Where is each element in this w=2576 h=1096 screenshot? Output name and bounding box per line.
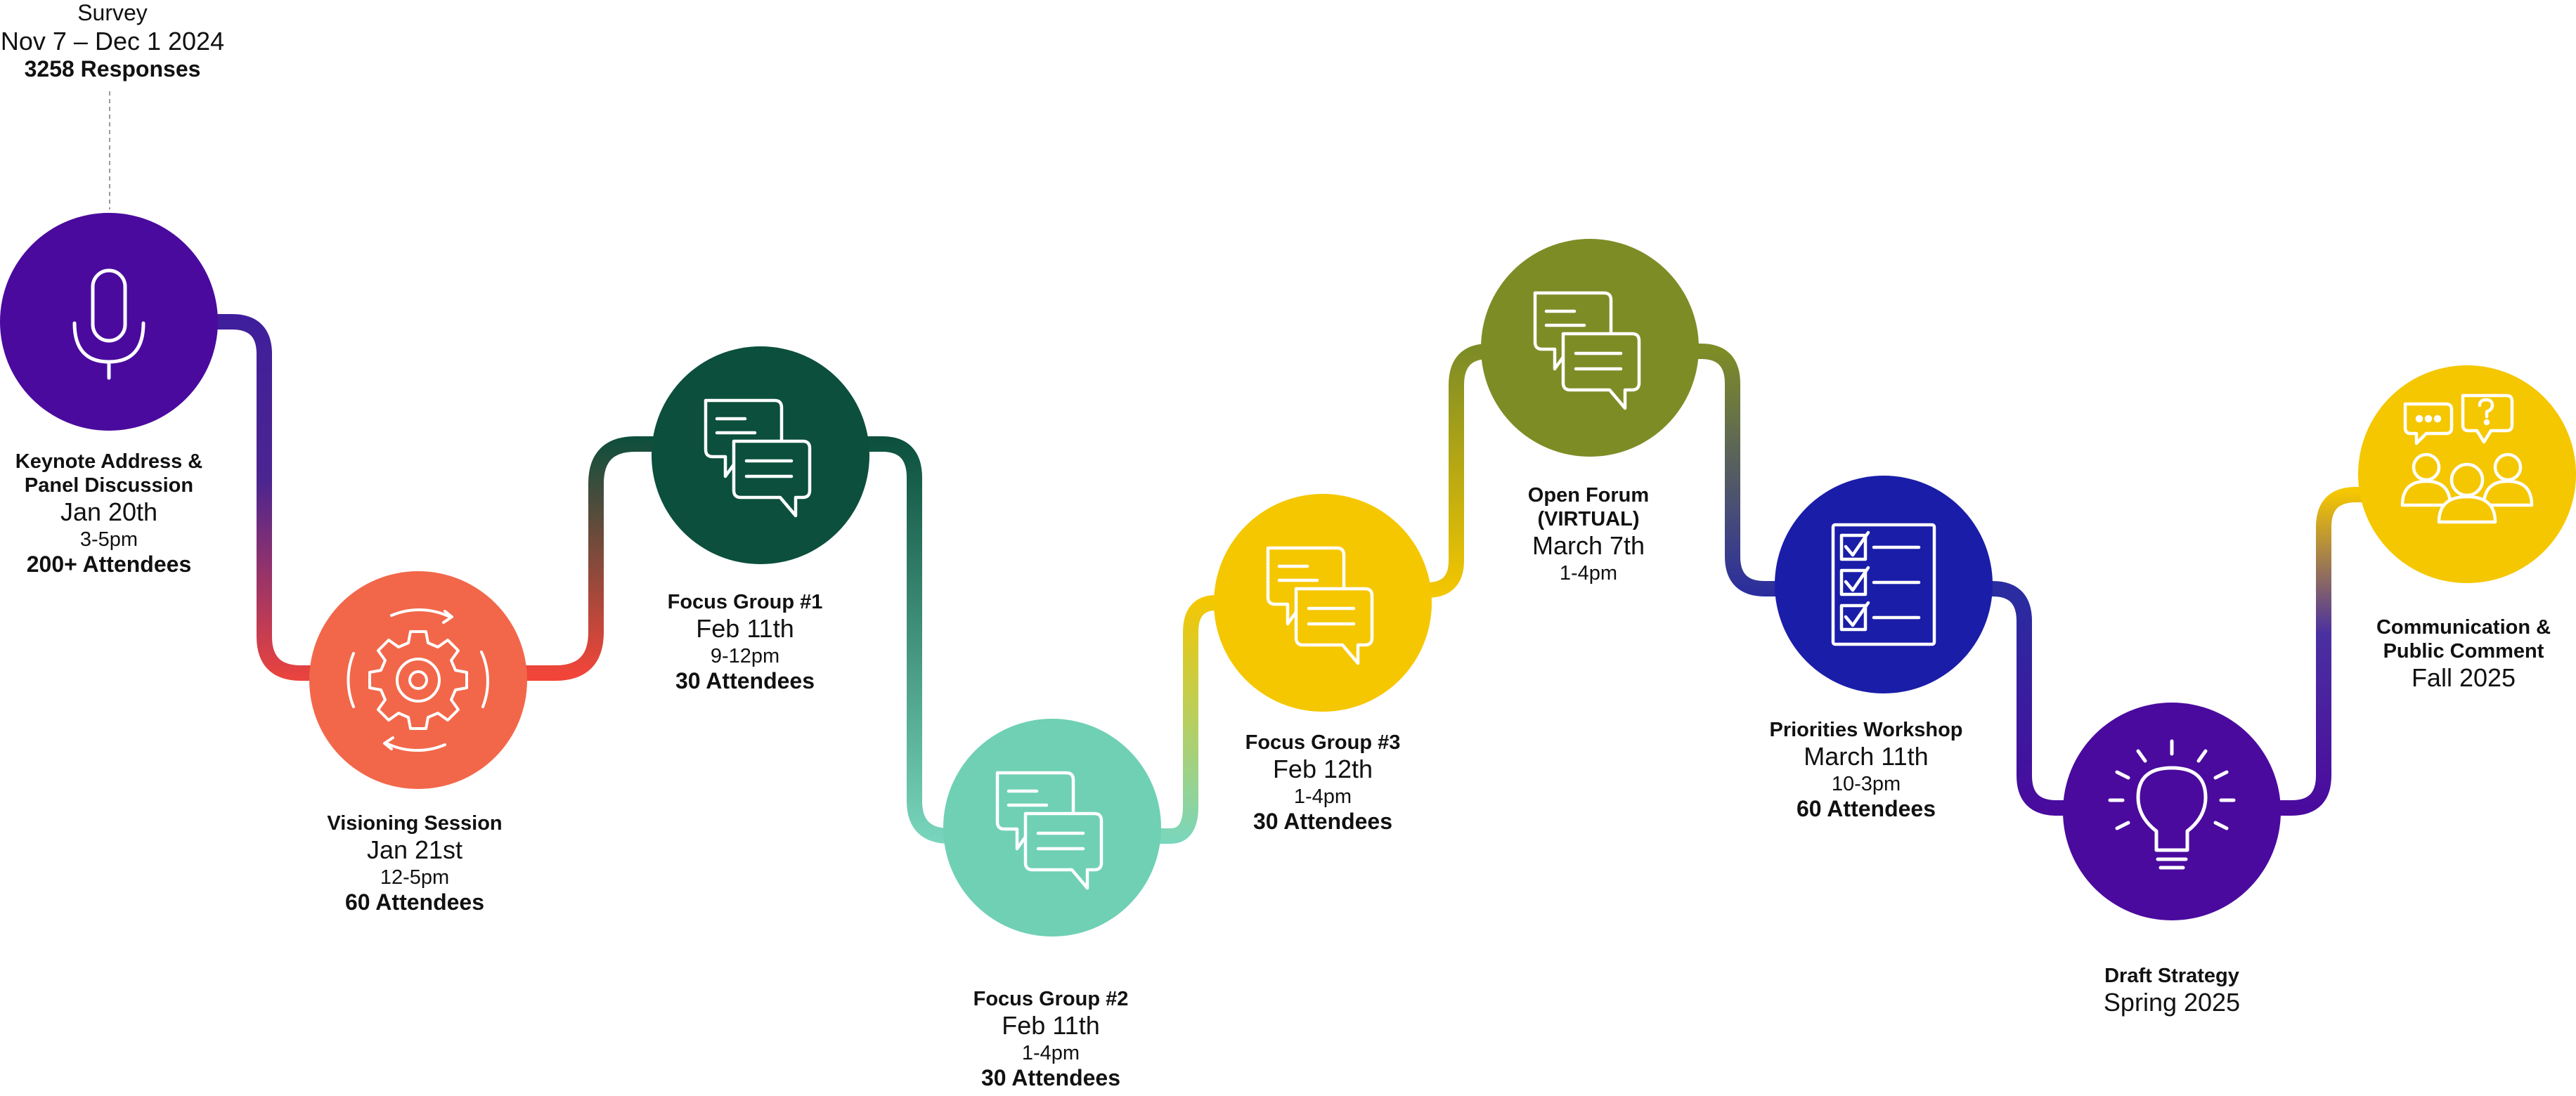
path-segment <box>203 314 321 681</box>
microphone-icon <box>72 268 145 380</box>
milestone-visioning <box>309 571 527 789</box>
lightbulb-icon <box>2108 739 2236 870</box>
milestone-title: Keynote Address & <box>15 450 203 473</box>
milestone-date: Jan 20th <box>60 497 158 527</box>
milestone-attendees: 30 Attendees <box>1253 808 1392 834</box>
path-segment <box>1679 344 1789 596</box>
milestone-title: Open Forum <box>1527 484 1650 507</box>
chat-bubbles-icon <box>1533 291 1641 410</box>
milestone-circle <box>309 571 527 789</box>
milestone-circle <box>1775 476 1993 693</box>
chat-bubbles-icon <box>1266 546 1374 665</box>
milestone-hours: 1-4pm <box>1293 785 1352 808</box>
survey-title: Survey <box>77 0 148 25</box>
milestone-hours: 3-5pm <box>79 528 138 551</box>
chat-bubbles-icon <box>704 398 812 518</box>
milestone-draft-strategy <box>2063 703 2281 920</box>
milestone-date: Jan 21st <box>366 835 463 865</box>
survey-responses: 3258 Responses <box>24 56 201 82</box>
milestone-date: March 11th <box>1804 742 1929 771</box>
milestone-open-forum <box>1481 239 1699 457</box>
survey-label: Survey Nov 7 – Dec 1 2024 3258 Responses <box>0 0 225 83</box>
milestone-focus-group-1 <box>652 346 869 564</box>
path-segment <box>516 436 665 681</box>
milestone-circle <box>2063 703 2281 920</box>
milestone-date: Feb 11th <box>696 614 794 644</box>
milestone-title: Focus Group #3 <box>1245 731 1401 754</box>
path-segment <box>1145 595 1227 844</box>
path-segment <box>1416 344 1496 598</box>
milestone-priorities-workshop <box>1775 476 1993 693</box>
milestone-hours: 10-3pm <box>1831 772 1901 795</box>
draft-strategy-label: Draft Strategy Spring 2025 <box>2066 964 2277 1018</box>
milestone-title: Priorities Workshop <box>1769 719 1963 741</box>
open-forum-label: Open Forum (VIRTUAL) March 7th 1-4pm <box>1483 483 1694 585</box>
priorities-workshop-label: Priorities Workshop March 11th 10-3pm 60… <box>1750 718 1982 823</box>
milestone-date: Feb 11th <box>1002 1011 1100 1040</box>
milestone-title: Focus Group #2 <box>973 988 1129 1010</box>
communication-label: Communication & Public Comment Fall 2025 <box>2351 615 2576 693</box>
milestone-communication <box>2358 365 2576 583</box>
milestone-attendees: 60 Attendees <box>1797 795 1936 821</box>
focus-group-1-label: Focus Group #1 Feb 11th 9-12pm 30 Attend… <box>640 590 850 695</box>
milestone-date: Fall 2025 <box>2411 663 2516 693</box>
milestone-circle <box>0 213 218 431</box>
milestone-hours: 9-12pm <box>710 644 780 667</box>
milestone-hours: 1-4pm <box>1559 561 1618 585</box>
milestone-title-line2: Public Comment <box>2383 640 2544 663</box>
chat-bubbles-icon <box>995 771 1103 890</box>
milestone-attendees: 30 Attendees <box>981 1064 1120 1090</box>
checklist-icon <box>1831 523 1936 646</box>
milestone-title: Draft Strategy <box>2104 965 2239 987</box>
milestone-attendees: 30 Attendees <box>675 667 815 693</box>
milestone-title: Communication & <box>2376 616 2551 639</box>
path-segment <box>1978 581 2074 816</box>
milestone-title: Visioning Session <box>327 812 503 835</box>
visioning-label: Visioning Session Jan 21st 12-5pm 60 Att… <box>309 811 520 916</box>
milestone-circle <box>2358 365 2576 583</box>
milestone-attendees: 200+ Attendees <box>26 552 192 578</box>
path-segment <box>853 436 957 844</box>
milestone-title-line2: (VIRTUAL) <box>1537 508 1640 531</box>
focus-group-2-label: Focus Group #2 Feb 11th 1-4pm 30 Attende… <box>945 987 1156 1092</box>
focus-group-3-label: Focus Group #3 Feb 12th 1-4pm 30 Attende… <box>1217 731 1428 835</box>
milestone-keynote <box>0 213 218 431</box>
milestone-focus-group-2 <box>943 719 1161 937</box>
discussion-group-icon <box>2400 393 2534 524</box>
milestone-hours: 12-5pm <box>380 866 450 889</box>
path-segment <box>2270 487 2373 816</box>
milestone-date: Feb 12th <box>1272 755 1373 784</box>
milestone-title-line2: Panel Discussion <box>24 474 194 497</box>
survey-dates: Nov 7 – Dec 1 2024 <box>0 26 225 56</box>
milestone-date: Spring 2025 <box>2103 988 2241 1017</box>
milestone-focus-group-3 <box>1214 494 1432 712</box>
timeline-path <box>203 314 2373 844</box>
milestone-date: March 7th <box>1532 531 1645 561</box>
milestone-title: Focus Group #1 <box>667 591 823 613</box>
keynote-label: Keynote Address & Panel Discussion Jan 2… <box>0 450 218 578</box>
milestone-attendees: 60 Attendees <box>345 889 484 915</box>
gear-icon <box>347 608 489 752</box>
milestone-hours: 1-4pm <box>1021 1041 1080 1064</box>
